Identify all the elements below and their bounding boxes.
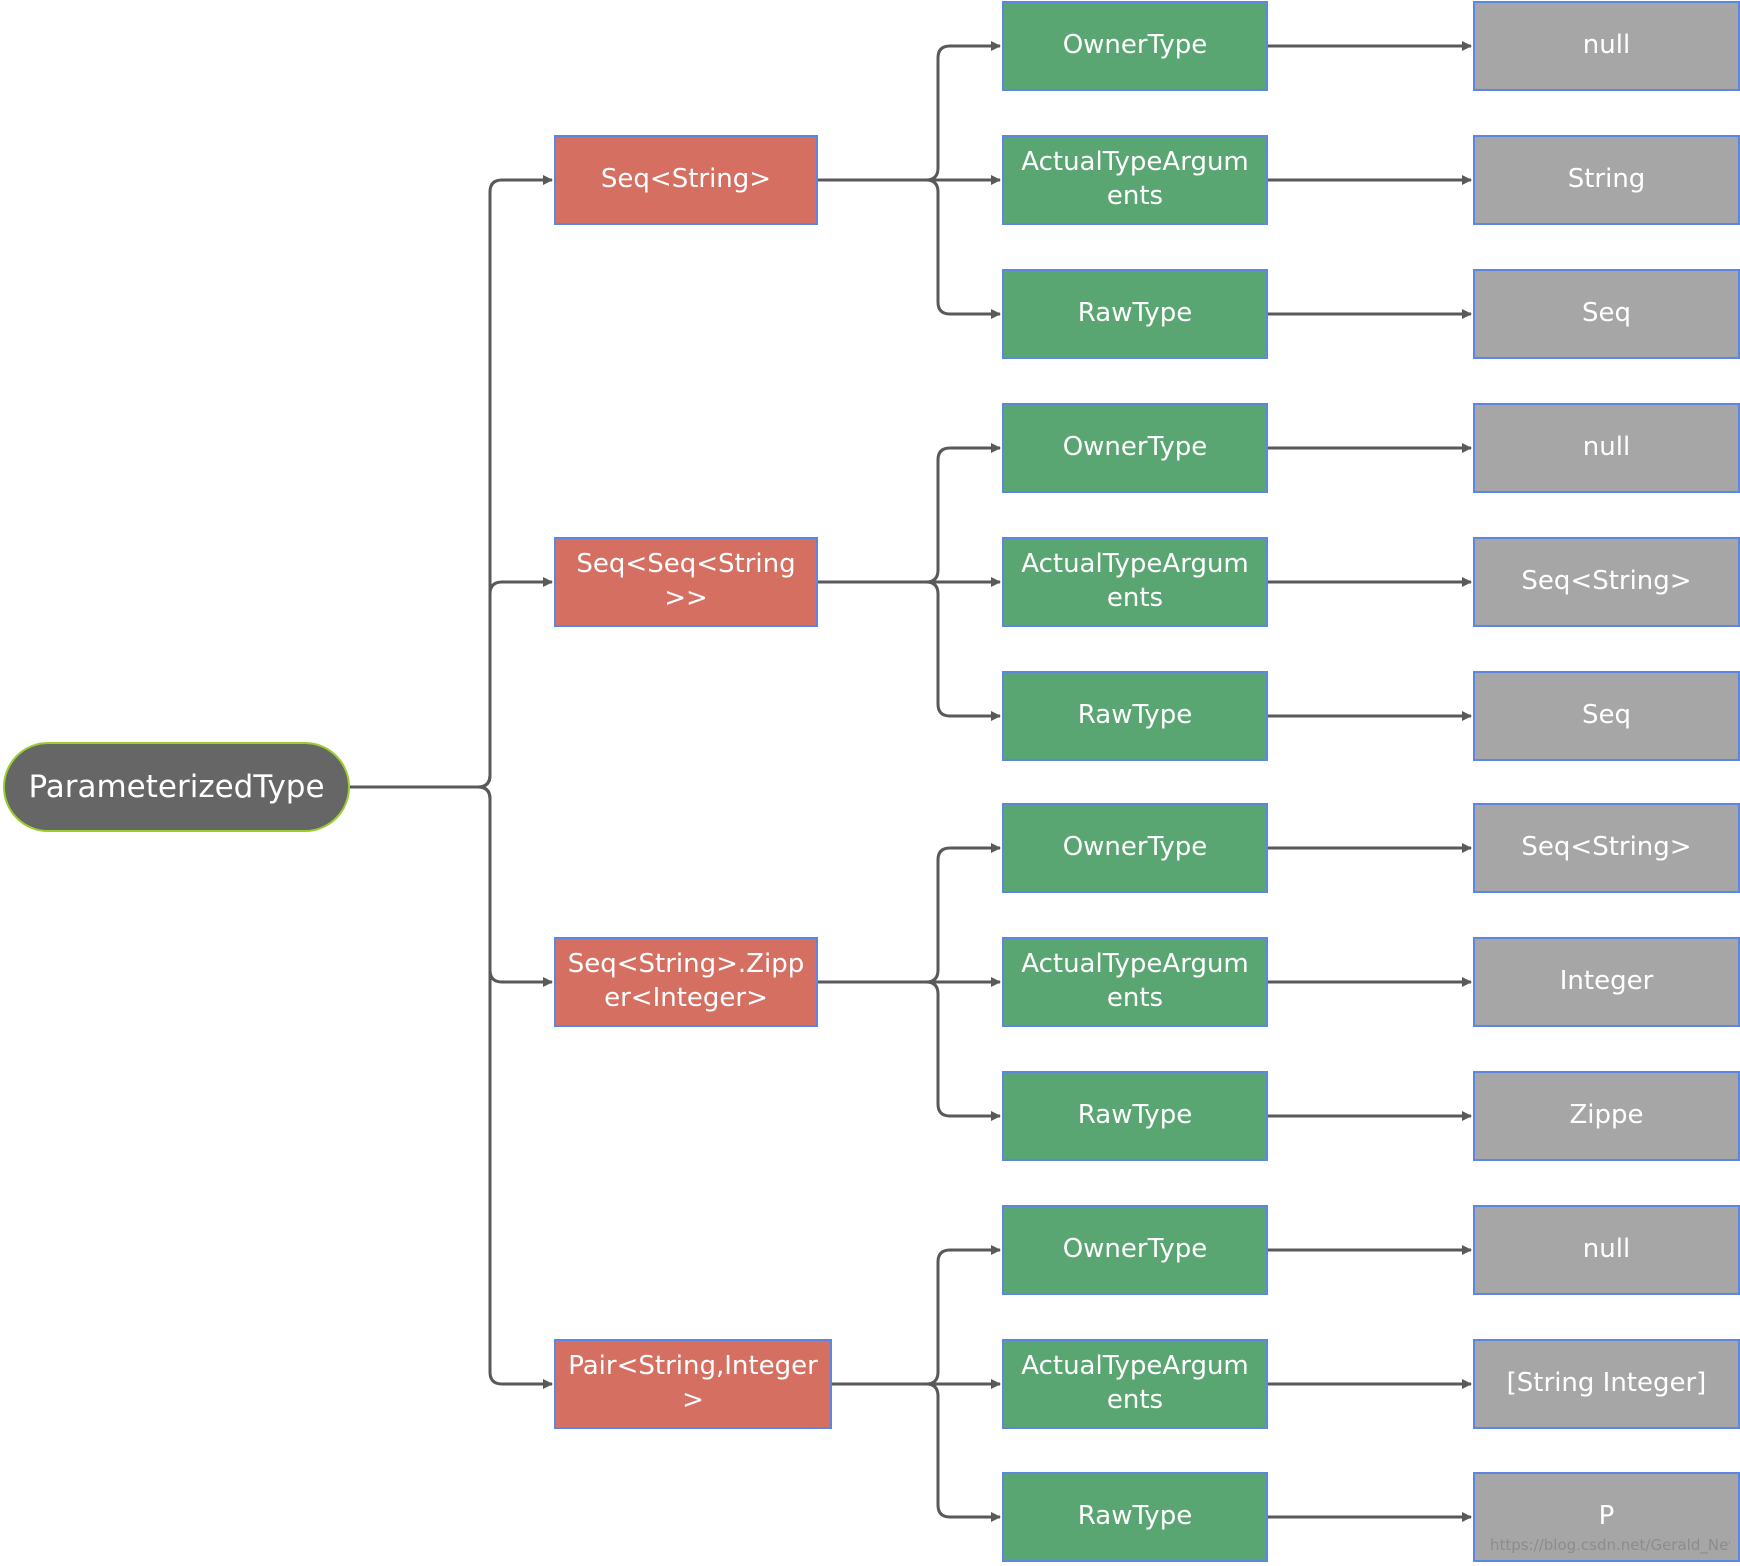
value-label: Seq [1581, 700, 1631, 731]
type-label: Seq<Seq<String>> [576, 549, 796, 613]
type-node-pair: Pair<String,Integer> [554, 1339, 832, 1429]
property-label: ActualTypeArguments [1021, 549, 1249, 613]
value-node: Integer [1473, 937, 1740, 1027]
root-to-type-connector [350, 175, 553, 789]
value-node: Seq<String> [1473, 537, 1740, 627]
value-label: [String Integer] [1506, 1368, 1707, 1399]
property-node-raw-type: RawType [1002, 1071, 1268, 1161]
property-node-actual-type-arguments: ActualTypeArguments [1002, 1339, 1268, 1429]
type-to-property-connector [818, 980, 1001, 1121]
watermark-text: https://blog.csdn.net/Gerald_Newton CSDN… [1490, 1536, 1730, 1554]
value-node: Seq [1473, 671, 1740, 761]
root-to-type-connector [350, 577, 553, 789]
value-node: Zippe [1473, 1071, 1740, 1161]
property-node-raw-type: RawType [1002, 1472, 1268, 1562]
property-label: RawType [1077, 700, 1193, 731]
root-to-type-connector [350, 785, 553, 1389]
value-label: String [1567, 164, 1646, 195]
value-label: P [1598, 1501, 1615, 1532]
property-node-actual-type-arguments: ActualTypeArguments [1002, 135, 1268, 225]
value-node: null [1473, 1205, 1740, 1295]
type-to-property-connector [818, 443, 1001, 584]
root-label: ParameterizedType [28, 768, 325, 805]
property-label: RawType [1077, 1501, 1193, 1532]
property-label: OwnerType [1062, 1234, 1208, 1265]
type-node-seq-seq-string: Seq<Seq<String>> [554, 537, 818, 627]
type-node-seq-string-zipper: Seq<String>.Zipper<Integer> [554, 937, 818, 1027]
value-label: Integer [1559, 966, 1654, 997]
property-label: ActualTypeArguments [1021, 949, 1249, 1013]
property-label: ActualTypeArguments [1021, 1351, 1249, 1415]
property-label: RawType [1077, 298, 1193, 329]
type-to-property-connector [832, 1245, 1001, 1386]
type-to-property-connector [818, 580, 1001, 721]
value-node: Seq<String> [1473, 803, 1740, 893]
type-node-seq-string: Seq<String> [554, 135, 818, 225]
type-to-property-connector [818, 41, 1001, 182]
value-node: String [1473, 135, 1740, 225]
property-label: ActualTypeArguments [1021, 147, 1249, 211]
value-label: Seq [1581, 298, 1631, 329]
value-node: [String Integer] [1473, 1339, 1740, 1429]
property-node-owner-type: OwnerType [1002, 803, 1268, 893]
property-node-owner-type: OwnerType [1002, 1205, 1268, 1295]
type-to-property-connector [818, 843, 1001, 984]
value-node: null [1473, 1, 1740, 91]
property-label: OwnerType [1062, 432, 1208, 463]
type-to-property-connector [832, 1382, 1001, 1522]
value-label: null [1582, 1234, 1631, 1265]
property-node-owner-type: OwnerType [1002, 403, 1268, 493]
property-node-raw-type: RawType [1002, 671, 1268, 761]
type-label: Pair<String,Integer> [568, 1351, 818, 1415]
watermark: https://blog.csdn.net/Gerald_Newton CSDN… [1490, 1536, 1730, 1560]
value-node: null [1473, 403, 1740, 493]
property-label: OwnerType [1062, 832, 1208, 863]
type-label: Seq<String> [600, 164, 772, 195]
value-label: Zippe [1569, 1100, 1644, 1131]
root-to-type-connector [350, 785, 553, 987]
property-label: OwnerType [1062, 30, 1208, 61]
value-node: Seq [1473, 269, 1740, 359]
type-label: Seq<String>.Zipper<Integer> [567, 949, 805, 1013]
value-label: null [1582, 30, 1631, 61]
property-node-actual-type-arguments: ActualTypeArguments [1002, 937, 1268, 1027]
type-to-property-connector [818, 178, 1001, 319]
value-label: Seq<String> [1521, 566, 1692, 597]
value-label: null [1582, 432, 1631, 463]
property-node-raw-type: RawType [1002, 269, 1268, 359]
property-node-actual-type-arguments: ActualTypeArguments [1002, 537, 1268, 627]
value-label: Seq<String> [1521, 832, 1692, 863]
root-node: ParameterizedType [3, 742, 350, 832]
property-node-owner-type: OwnerType [1002, 1, 1268, 91]
property-label: RawType [1077, 1100, 1193, 1131]
value-node: P [1473, 1472, 1740, 1562]
